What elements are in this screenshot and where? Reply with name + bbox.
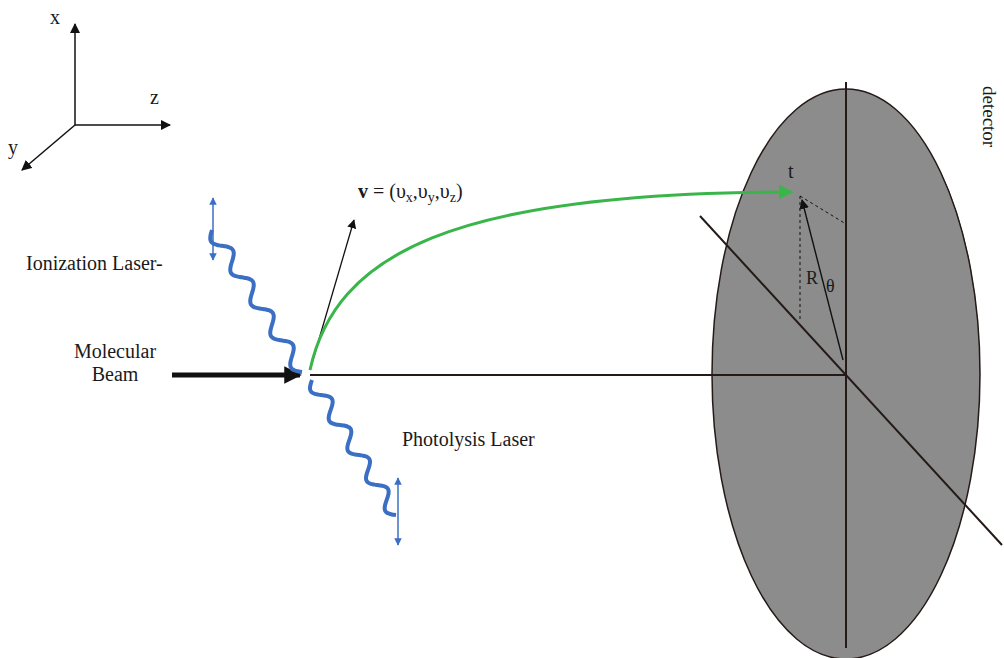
- angle-label: θ: [826, 276, 835, 297]
- axis-lines: [310, 82, 1002, 648]
- beam-label: Molecular Beam: [60, 340, 170, 386]
- radius-label: R: [806, 268, 818, 289]
- detector-label: detector: [978, 86, 1000, 147]
- laser-beams: [210, 230, 396, 515]
- velocity-label: v = (υx,υy,υz): [358, 180, 463, 206]
- laser-beam: [210, 230, 302, 372]
- ion-trajectory: [310, 192, 792, 370]
- axis-label: x: [50, 6, 60, 29]
- polarization-arrows: [213, 198, 398, 545]
- axes: [22, 24, 170, 170]
- point-label: t: [788, 160, 794, 183]
- laser-label: Ionization Laser-: [26, 252, 163, 275]
- molecular-beam-arrow: [172, 373, 300, 378]
- axis-label: y: [8, 136, 18, 159]
- axis-label: z: [150, 86, 159, 109]
- laser-label: Photolysis Laser: [402, 428, 535, 451]
- laser-beam: [310, 380, 396, 515]
- impact-geometry: [800, 196, 846, 360]
